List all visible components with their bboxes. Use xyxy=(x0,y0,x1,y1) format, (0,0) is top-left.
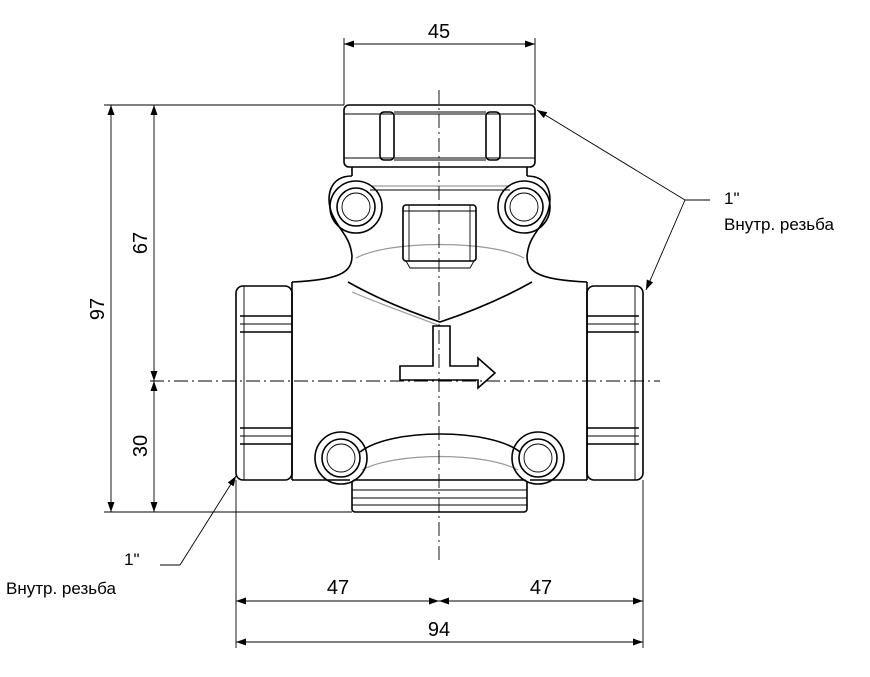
dim-total-width: 94 xyxy=(428,619,450,641)
bottom-port xyxy=(351,479,528,513)
valve-body xyxy=(235,104,644,513)
callout-left-size: 1" xyxy=(124,550,140,569)
dim-top-width: 45 xyxy=(428,21,450,43)
callout-right-label: Внутр. резьба xyxy=(724,215,834,234)
right-threaded-end xyxy=(586,285,644,481)
dim-lower-height: 30 xyxy=(130,435,152,457)
dimensions: 45 97 67 30 47 47 94 xyxy=(87,21,644,648)
lower-right-boss xyxy=(511,431,565,485)
callout-right-size: 1" xyxy=(724,189,740,208)
callout-left: 1" Внутр. резьба xyxy=(6,475,237,598)
upper-right-boss xyxy=(497,180,551,234)
center-lines xyxy=(150,90,660,560)
callout-right: 1" Внутр. резьба xyxy=(536,109,834,291)
flow-arrow xyxy=(399,325,497,390)
lower-left-boss xyxy=(314,431,368,485)
left-threaded-end xyxy=(235,285,293,481)
dim-total-height: 97 xyxy=(87,298,109,320)
callout-left-label: Внутр. резьба xyxy=(6,579,116,598)
upper-left-boss xyxy=(329,180,383,234)
dim-right-half: 47 xyxy=(530,577,552,599)
top-hex-nut xyxy=(343,104,536,168)
dim-upper-height: 67 xyxy=(130,232,152,254)
dim-left-half: 47 xyxy=(327,577,349,599)
